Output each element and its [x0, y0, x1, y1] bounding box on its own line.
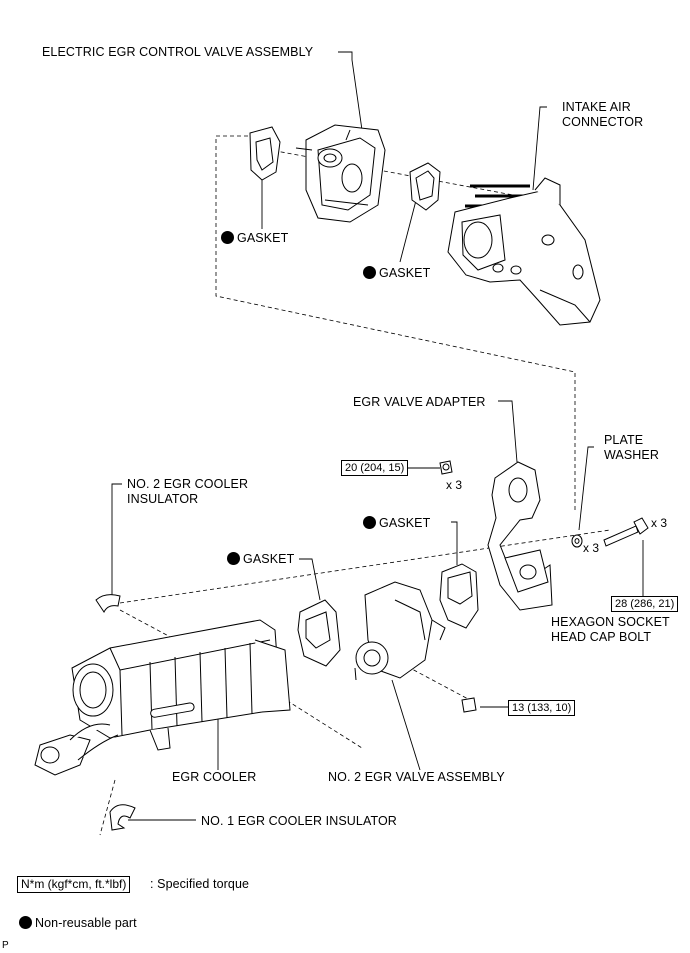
- gasket-left: [297, 599, 341, 667]
- plate-washer-shape: [571, 534, 583, 548]
- qty-cap-bolt: x 3: [651, 516, 668, 530]
- non-reusable-marker-icon: [363, 516, 376, 529]
- egr-control-valve-shape: [295, 124, 386, 223]
- label-gasket-text: GASKET: [379, 266, 431, 280]
- label-egr-valve-adapter: EGR VALVE ADAPTER: [353, 395, 486, 409]
- corner-code: P: [2, 940, 9, 951]
- label-gasket-text: GASKET: [379, 516, 431, 530]
- legend-non-reusable-text: Non-reusable part: [35, 916, 137, 930]
- label-intake-air-connector: INTAKE AIR CONNECTOR: [562, 100, 644, 129]
- valve-bolt-shape: [461, 697, 477, 713]
- cap-bolt-shape: [603, 517, 649, 547]
- torque-cap-bolt: 28 (286, 21): [611, 596, 679, 612]
- non-reusable-marker-icon: [221, 231, 234, 244]
- legend-torque-unit: N*m (kgf*cm, ft.*lbf): [17, 876, 131, 893]
- non-reusable-marker-icon: [227, 552, 240, 565]
- torque-adapter-nut: 20 (204, 15): [341, 460, 409, 476]
- label-gasket-middle: GASKET: [363, 266, 430, 281]
- label-gasket-text: GASKET: [237, 231, 289, 245]
- gasket-right: [439, 563, 479, 629]
- non-reusable-marker-icon: [363, 266, 376, 279]
- egr-cooler-shape: [34, 619, 291, 776]
- leader-lines: [111, 51, 644, 821]
- label-no2-egr-valve: NO. 2 EGR VALVE ASSEMBLY: [328, 770, 505, 784]
- gasket-upper-left: [249, 126, 281, 181]
- label-hex-socket-bolt: HEXAGON SOCKET HEAD CAP BOLT: [551, 615, 670, 644]
- no2-egr-valve-shape: [354, 581, 446, 681]
- label-egr-cooler: EGR COOLER: [172, 770, 257, 784]
- torque-valve-bolt: 13 (133, 10): [508, 700, 576, 716]
- qty-adapter-nut: x 3: [446, 478, 463, 492]
- label-plate-washer: PLATE WASHER: [604, 433, 660, 462]
- label-gasket-text: GASKET: [243, 552, 295, 566]
- legend-non-reusable: Non-reusable part: [19, 916, 137, 931]
- intake-air-connector-shape: [447, 177, 601, 326]
- gasket-middle: [409, 162, 441, 211]
- egr-valve-adapter-shape: [487, 461, 553, 611]
- no1-insulator-shape: [109, 804, 136, 831]
- label-no1-egr-cooler-insulator: NO. 1 EGR COOLER INSULATOR: [201, 814, 397, 828]
- adapter-nut-shape: [439, 460, 453, 475]
- legend-torque-desc: : Specified torque: [150, 877, 250, 891]
- label-gasket-left: GASKET: [227, 552, 294, 567]
- label-gasket-right: GASKET: [363, 516, 430, 531]
- label-gasket-upper-left: GASKET: [221, 231, 288, 246]
- label-no2-egr-cooler-insulator: NO. 2 EGR COOLER INSULATOR: [127, 477, 249, 506]
- no2-insulator-shape: [95, 594, 121, 613]
- non-reusable-marker-icon: [19, 916, 32, 929]
- label-egr-control-valve: ELECTRIC EGR CONTROL VALVE ASSEMBLY: [42, 45, 314, 59]
- qty-plate-washer: x 3: [583, 541, 600, 555]
